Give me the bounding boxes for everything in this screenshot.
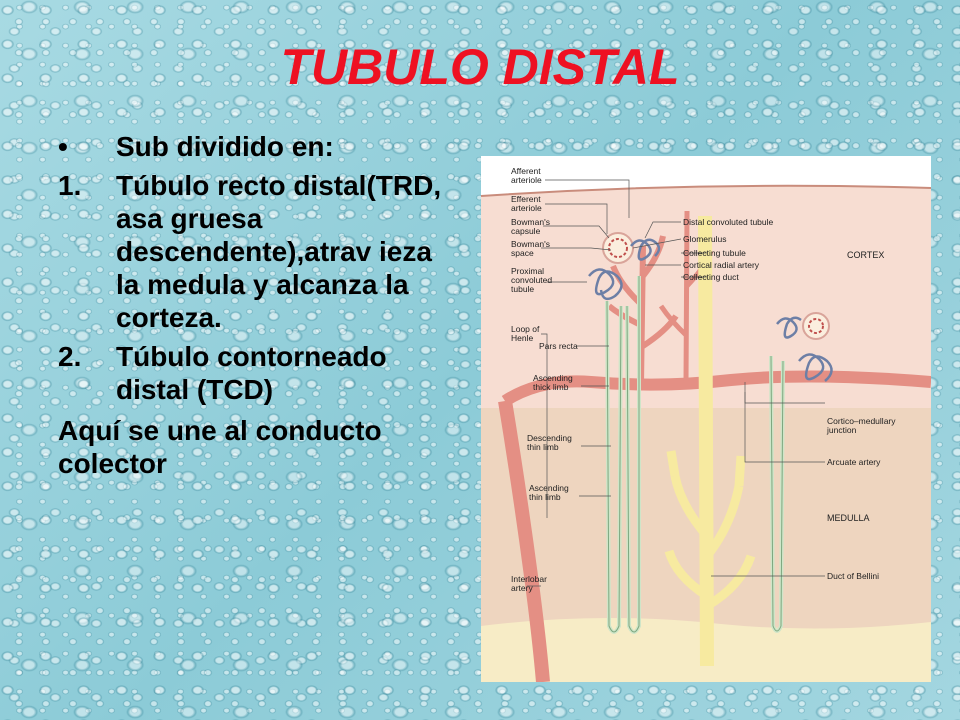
bullet-marker: • <box>58 131 68 162</box>
list-marker: 1. <box>58 170 82 201</box>
list-item-text: Túbulo recto distal(TRD, asa gruesa desc… <box>116 170 442 333</box>
label-medulla: MEDULLA <box>827 513 870 523</box>
slide-title: TUBULO DISTAL <box>280 39 680 95</box>
distal-convoluted-shape <box>630 238 661 261</box>
label-collecting-duct: Collecting duct <box>683 272 739 282</box>
loop-of-henle-outline-2 <box>770 355 784 632</box>
bullet-text: Sub dividido en: <box>116 131 334 162</box>
label-arcuate: Arcuate artery <box>827 457 881 467</box>
bowmans-capsule-shape-2 <box>802 312 830 340</box>
label-henle: Henle <box>511 333 533 343</box>
interlobar-artery-shape <box>498 399 550 682</box>
bullet-item: • Sub dividido en: <box>58 130 458 163</box>
glomerulus-shape <box>608 238 628 258</box>
label-bellini: Duct of Bellini <box>827 571 879 581</box>
label-collecting-tubule: Collecting tubule <box>683 248 746 258</box>
label-junction: junction <box>826 425 857 435</box>
label-efferent: Efferent <box>511 194 541 204</box>
list-item: 1. Túbulo recto distal(TRD, asa gruesa d… <box>58 169 458 334</box>
label-distal-convoluted: Distal convoluted tubule <box>683 217 774 227</box>
label-afferent-arteriole: arteriole <box>511 175 542 185</box>
leader-lines <box>527 179 825 587</box>
label-artery: artery <box>511 583 533 593</box>
label-capsule: capsule <box>511 226 541 236</box>
label-proximal: Proximal <box>511 266 544 276</box>
glomerulus-shape-2 <box>808 318 824 334</box>
label-thin-limb-2: thin limb <box>529 492 561 502</box>
label-thin-limb-1: thin limb <box>527 442 559 452</box>
proximal-convoluted-shape-2 <box>798 353 833 382</box>
label-cortex: CORTEX <box>847 250 884 260</box>
duct-branches-shape <box>664 450 756 610</box>
label-ascending-thin: Ascending <box>529 483 569 493</box>
slide-text-block: • Sub dividido en: 1. Túbulo recto dista… <box>58 130 458 480</box>
label-pars-recta: Pars recta <box>539 341 578 351</box>
label-interlobar: Interlobar <box>511 574 547 584</box>
label-tubule: tubule <box>511 284 534 294</box>
label-cortico-medullary: Cortico–medullary <box>827 416 896 426</box>
loop-of-henle-outline-1 <box>606 276 640 633</box>
label-afferent: Afferent <box>511 166 541 176</box>
list-marker: 2. <box>58 341 82 372</box>
nephron-svg: Afferent arteriole Efferent arteriole Bo… <box>481 156 931 682</box>
distal-convoluted-shape-2 <box>776 316 802 339</box>
label-convoluted: convoluted <box>511 275 552 285</box>
label-space: space <box>511 248 534 258</box>
label-efferent-arteriole: arteriole <box>511 203 542 213</box>
label-thick-limb: thick limb <box>533 382 569 392</box>
label-loop-of: Loop of <box>511 324 540 334</box>
closing-text: Aquí se une al conducto colector <box>58 415 382 479</box>
capsule-line <box>481 184 931 197</box>
label-ascending-thick: Ascending <box>533 373 573 383</box>
list-item: 2. Túbulo contorneado distal (TCD) <box>58 340 458 406</box>
label-bowmans-2: Bowman's <box>511 239 550 249</box>
label-cortical-radial: Cortical radial artery <box>683 260 760 270</box>
proximal-convoluted-shape <box>588 268 623 301</box>
arcuate-artery-shape <box>501 370 931 407</box>
label-descending: Descending <box>527 433 572 443</box>
nephron-diagram: Afferent arteriole Efferent arteriole Bo… <box>481 156 931 682</box>
label-glomerulus: Glomerulus <box>683 234 726 244</box>
label-bowmans: Bowman's <box>511 217 550 227</box>
list-item-text: Túbulo contorneado distal (TCD) <box>116 341 387 405</box>
bowmans-capsule-shape <box>602 232 634 264</box>
